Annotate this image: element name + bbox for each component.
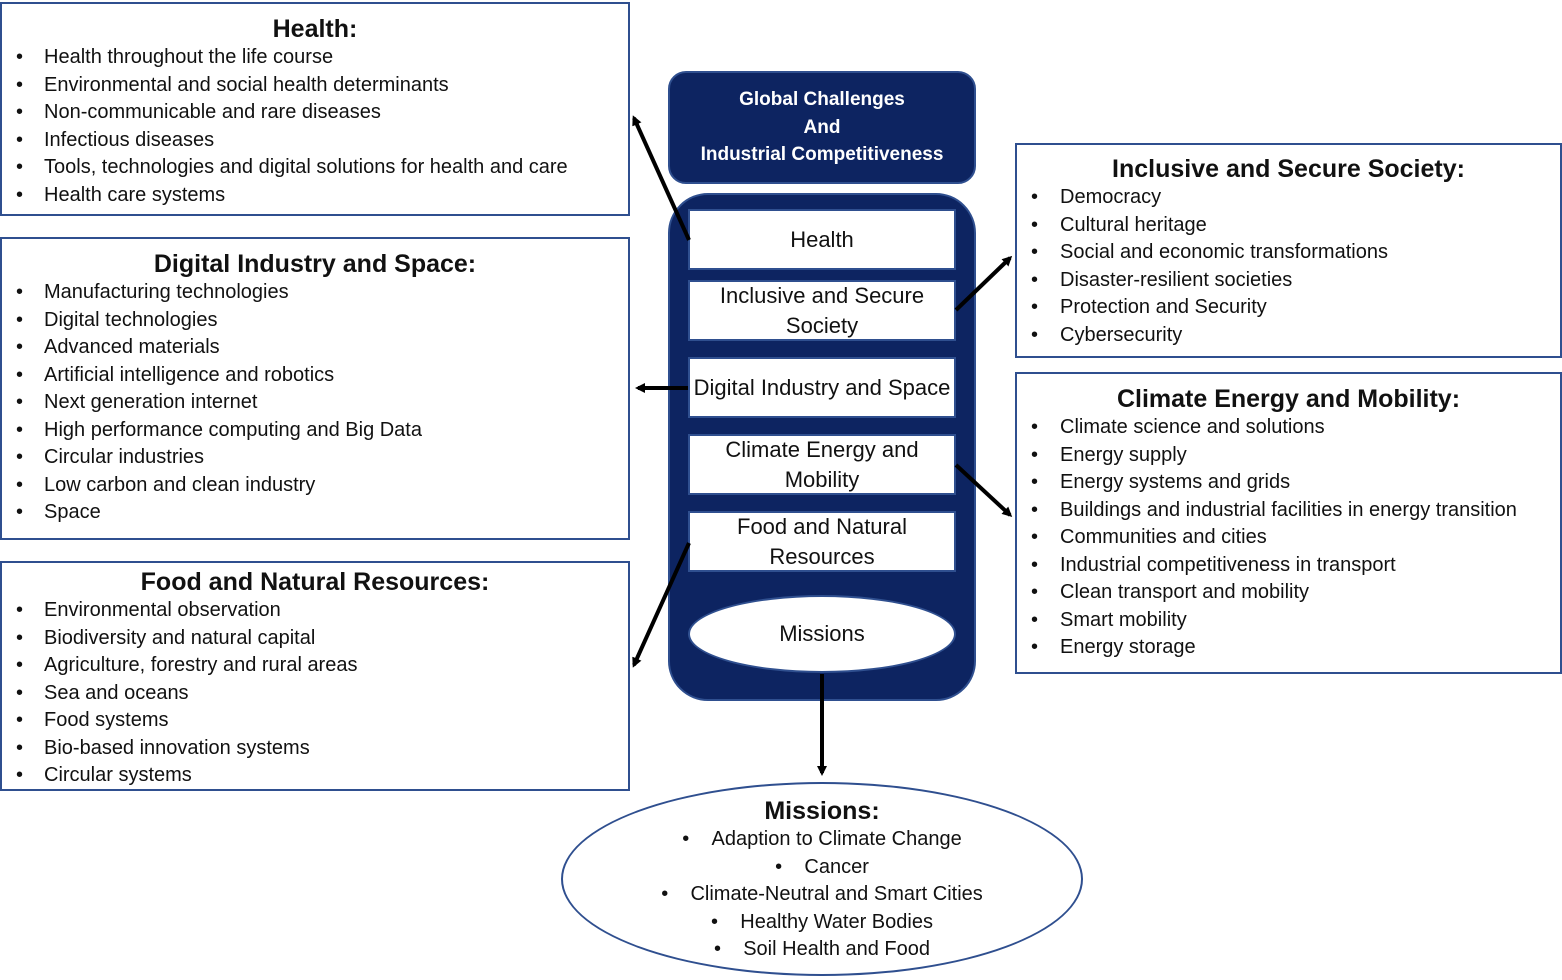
list-item: Democracy — [1017, 184, 1560, 212]
pillar-item-climate: Climate Energy and Mobility — [688, 434, 956, 495]
inclusive-title: Inclusive and Secure Society: — [1112, 155, 1465, 183]
list-item: Disaster-resilient societies — [1017, 267, 1560, 295]
mission-item: • Adaption to Climate Change — [682, 828, 962, 850]
arrow-to-health — [632, 115, 691, 241]
arrow-to-inclusive — [954, 255, 1013, 312]
pillar-item-label: Food and Natural Resources — [737, 513, 907, 569]
food-box: Food and Natural Resources: Environmenta… — [0, 561, 630, 791]
digital-title: Digital Industry and Space: — [153, 250, 477, 278]
list-item: Circular industries — [2, 444, 628, 472]
list-item: Tools, technologies and digital solution… — [2, 154, 628, 182]
list-item: Energy storage — [1017, 634, 1560, 662]
mission-item: • Climate-Neutral and Smart Cities — [661, 883, 983, 905]
list-item: Social and economic transformations — [1017, 239, 1560, 267]
list-item: Infectious diseases — [2, 127, 628, 155]
inclusive-box: Inclusive and Secure Society: Democracy … — [1015, 143, 1562, 358]
list-item: Environmental and social health determin… — [2, 72, 628, 100]
inclusive-list: Democracy Cultural heritage Social and e… — [1017, 184, 1560, 349]
list-item: Communities and cities — [1017, 524, 1560, 552]
list-item: Bio-based innovation systems — [2, 735, 628, 763]
global-line: Global Challenges — [739, 89, 905, 111]
list-item: Cultural heritage — [1017, 212, 1560, 240]
list-item: Protection and Security — [1017, 294, 1560, 322]
pillar-item-label: Digital Industry and Space — [693, 374, 951, 400]
digital-list: Manufacturing technologies Digital techn… — [2, 279, 628, 527]
list-item: Environmental observation — [2, 597, 628, 625]
pillar-item-label: Health — [790, 226, 854, 252]
global-line: And — [803, 116, 841, 138]
food-list: Environmental observation Biodiversity a… — [2, 597, 628, 790]
climate-title: Climate Energy and Mobility: — [1116, 385, 1461, 413]
list-item: Sea and oceans — [2, 680, 628, 708]
list-item: Biodiversity and natural capital — [2, 625, 628, 653]
health-title: Health: — [272, 15, 358, 43]
health-box: Health: Health throughout the life cours… — [0, 2, 630, 216]
mission-item: • Healthy Water Bodies — [711, 910, 933, 933]
list-item: Cybersecurity — [1017, 322, 1560, 350]
climate-list: Climate science and solutions Energy sup… — [1017, 414, 1560, 662]
pillar-item-label: Inclusive and Secure Society — [719, 282, 925, 338]
pillar-item-label: Climate Energy and Mobility — [725, 436, 919, 492]
mission-item: • Cancer — [775, 855, 869, 878]
list-item: Circular systems — [2, 762, 628, 790]
list-item: Clean transport and mobility — [1017, 579, 1560, 607]
food-title: Food and Natural Resources: — [140, 568, 490, 596]
global-challenges-box: Global Challenges And Industrial Competi… — [668, 71, 976, 184]
missions-title: Missions: — [764, 797, 880, 825]
health-list: Health throughout the life course Enviro… — [2, 44, 628, 209]
arrow-to-food — [632, 542, 691, 668]
list-item: Buildings and industrial facilities in e… — [1017, 497, 1560, 525]
list-item: Health care systems — [2, 182, 628, 210]
list-item: High performance computing and Big Data — [2, 417, 628, 445]
pillar-item-food: Food and Natural Resources — [688, 511, 956, 572]
arrow-to-climate — [954, 463, 1013, 518]
pillar-missions-ellipse: Missions — [688, 595, 956, 673]
list-item: Advanced materials — [2, 334, 628, 362]
list-item: Industrial competitiveness in transport — [1017, 552, 1560, 580]
list-item: Digital technologies — [2, 307, 628, 335]
list-item: Space — [2, 499, 628, 527]
list-item: Next generation internet — [2, 389, 628, 417]
list-item: Health throughout the life course — [2, 44, 628, 72]
pillar-item-digital: Digital Industry and Space — [688, 357, 956, 418]
pillar-missions-label: Missions — [779, 621, 865, 646]
list-item: Low carbon and clean industry — [2, 472, 628, 500]
pillar-item-health: Health — [688, 209, 956, 270]
list-item: Energy systems and grids — [1017, 469, 1560, 497]
list-item: Energy supply — [1017, 442, 1560, 470]
digital-box: Digital Industry and Space: Manufacturin… — [0, 237, 630, 540]
list-item: Manufacturing technologies — [2, 279, 628, 307]
mission-item: • Soil Health and Food — [713, 938, 931, 960]
list-item: Climate science and solutions — [1017, 414, 1560, 442]
list-item: Artificial intelligence and robotics — [2, 362, 628, 390]
list-item: Smart mobility — [1017, 607, 1560, 635]
missions-ellipse: Missions: • Adaption to Climate Change •… — [561, 782, 1083, 976]
pillar-item-inclusive: Inclusive and Secure Society — [688, 280, 956, 341]
list-item: Non-communicable and rare diseases — [2, 99, 628, 127]
global-line: Industrial Competitiveness — [700, 144, 944, 166]
list-item: Agriculture, forestry and rural areas — [2, 652, 628, 680]
list-item: Food systems — [2, 707, 628, 735]
climate-box: Climate Energy and Mobility: Climate sci… — [1015, 372, 1562, 674]
